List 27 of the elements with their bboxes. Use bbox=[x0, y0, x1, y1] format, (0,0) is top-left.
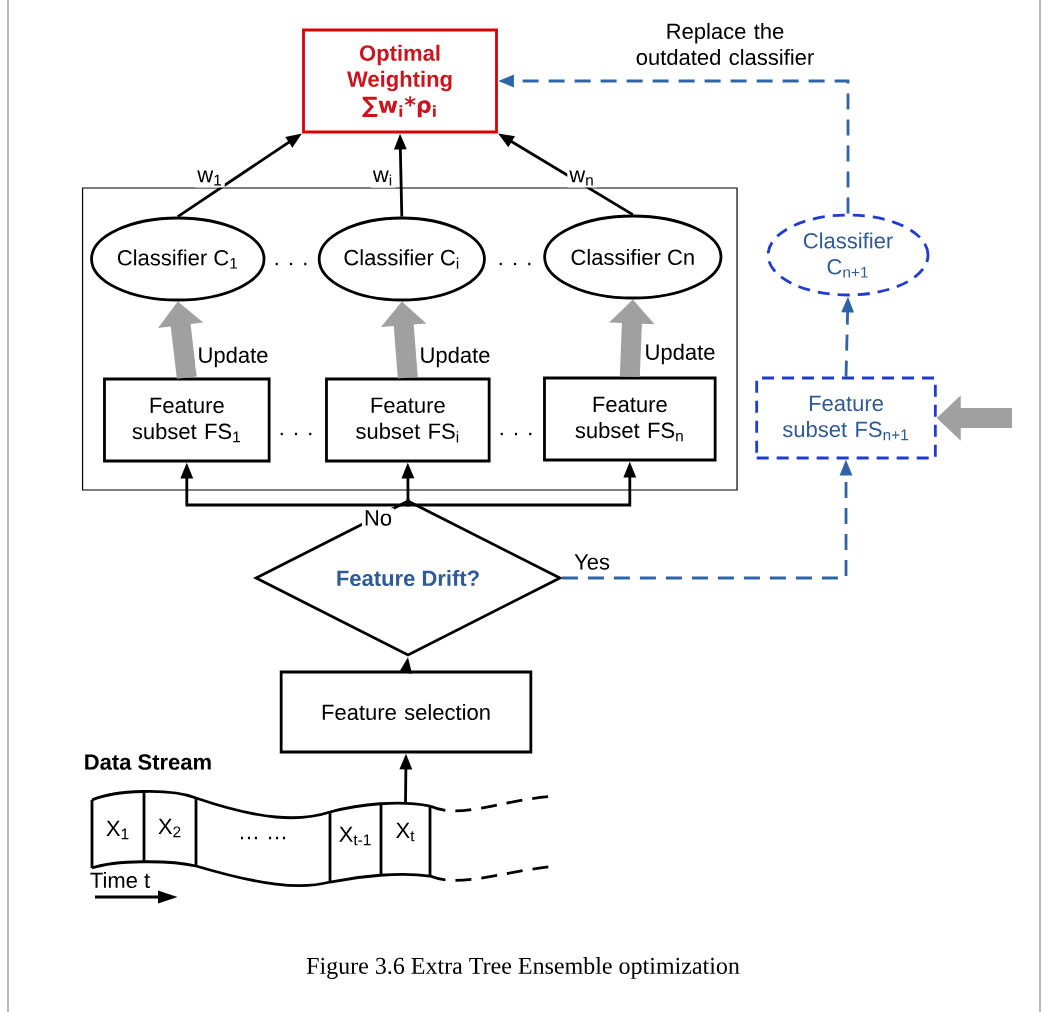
stream-cell: X$_{t}$ bbox=[396, 822, 415, 842]
edge-label: w$_{1}$ bbox=[195, 168, 225, 188]
edge-label: Replace the outdated classifier bbox=[628, 20, 822, 68]
process-box: Feature selection bbox=[279, 670, 533, 754]
edge-label: No bbox=[361, 508, 395, 528]
edge-label: w$_{i}$ bbox=[370, 168, 396, 188]
edge-label: Update bbox=[195, 344, 271, 370]
caption: Figure 3.6 Extra Tree Ensemble optimization bbox=[306, 957, 740, 979]
dots: . . . bbox=[275, 262, 307, 266]
weighting-box: Optimal Weighting ∑w$_{i}$*ρ$_{i}$ bbox=[302, 28, 498, 134]
stream-cell: … … bbox=[240, 836, 286, 840]
edge-label: Update bbox=[642, 341, 718, 367]
edge-label: Yes bbox=[572, 552, 612, 572]
feature-subset-box: Feature subset FS$_{i}$ bbox=[325, 377, 491, 463]
feature-subset-box: Feature subset FS$_{n}$ bbox=[543, 376, 717, 462]
axis-label: Time t bbox=[90, 871, 150, 889]
ensemble-frame bbox=[81, 187, 738, 491]
stream-cell: X$_{2}$ bbox=[158, 818, 181, 838]
feature-subset-box: Feature subset FS$_{n+1}$ bbox=[755, 376, 937, 460]
feature-subset-box: Feature subset FS$_{1}$ bbox=[103, 377, 271, 463]
dots: . . . bbox=[500, 432, 532, 436]
dots: . . . bbox=[280, 432, 312, 436]
stream-cell: X$_{1}$ bbox=[106, 820, 129, 840]
stream-cell: X$_{t-1}$ bbox=[339, 826, 371, 846]
dots: . . . bbox=[499, 262, 531, 266]
edge-label: Update bbox=[417, 344, 493, 370]
edge-label: w$_{n}$ bbox=[567, 168, 597, 188]
